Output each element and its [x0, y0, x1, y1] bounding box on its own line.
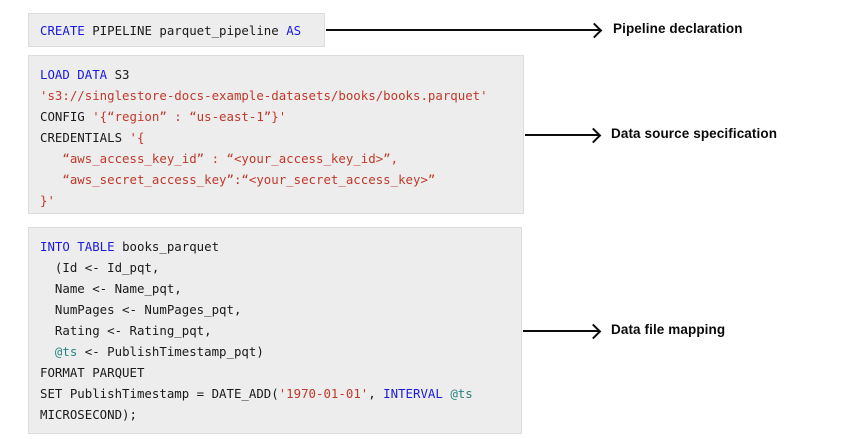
code-token-kw: INTO TABLE: [40, 239, 115, 254]
code-token-pl: ,: [368, 386, 384, 401]
code-token-pl: FORMAT PARQUET: [40, 365, 145, 380]
code-token-pl: NumPages <- NumPages_pqt,: [40, 302, 242, 317]
code-line: “aws_secret_access_key”:“<your_secret_ac…: [40, 169, 511, 190]
arrow-head-icon: [585, 323, 602, 340]
code-token-str: '1970-01-01': [278, 386, 369, 401]
code-token-pl: CREDENTIALS: [40, 130, 130, 145]
code-token-pl: Rating <- Rating_pqt,: [40, 323, 212, 338]
code-block-pipeline-declaration: CREATE PIPELINE parquet_pipeline AS: [28, 13, 325, 47]
code-token-pl: (Id <- Id_pqt,: [40, 260, 160, 275]
code-line: }': [40, 190, 511, 211]
code-line: MICROSECOND);: [40, 404, 509, 425]
code-token-kw: AS: [286, 23, 302, 38]
code-token-str: '{: [129, 130, 145, 145]
code-token-str: “aws_secret_access_key”:“<your_secret_ac…: [40, 172, 436, 187]
code-token-pl: MICROSECOND);: [40, 407, 137, 422]
code-token-var: @ts: [54, 344, 78, 359]
code-line: CREDENTIALS '{: [40, 127, 511, 148]
code-token-kw: CREATE: [40, 23, 85, 38]
code-token-str: '{“region” : “us-east-1”}': [92, 109, 287, 124]
code-token-pl: PIPELINE parquet_pipeline: [84, 23, 287, 38]
code-line: “aws_access_key_id” : “<your_access_key_…: [40, 148, 511, 169]
code-line: Rating <- Rating_pqt,: [40, 320, 509, 341]
callout-arrow-pipeline-declaration: [326, 22, 603, 39]
code-line: @ts <- PublishTimestamp_pqt): [40, 341, 509, 362]
code-line: CONFIG '{“region” : “us-east-1”}': [40, 106, 511, 127]
code-block-data-file-mapping: INTO TABLE books_parquet (Id <- Id_pqt, …: [28, 227, 522, 434]
code-line: Name <- Name_pqt,: [40, 278, 509, 299]
arrow-head-icon: [585, 127, 602, 144]
code-block-data-source-specification: LOAD DATA S3 's3://singlestore-docs-examp…: [28, 55, 524, 214]
code-token-pl: Name <- Name_pqt,: [40, 281, 182, 296]
code-line: LOAD DATA S3: [40, 64, 511, 85]
arrow-shaft: [523, 330, 599, 332]
arrow-head-icon: [586, 22, 603, 39]
code-line: (Id <- Id_pqt,: [40, 257, 509, 278]
code-token-str: }': [40, 193, 55, 208]
code-line: NumPages <- NumPages_pqt,: [40, 299, 509, 320]
code-token-kw: LOAD DATA: [40, 67, 108, 82]
code-token-pl: SET PublishTimestamp = DATE_ADD(: [40, 386, 279, 401]
code-token-pl: S3: [107, 67, 130, 82]
code-token-pl: [40, 344, 55, 359]
code-token-pl: books_parquet: [114, 239, 220, 254]
code-line: 's3://singlestore-docs-example-datasets/…: [40, 85, 511, 106]
code-line: FORMAT PARQUET: [40, 362, 509, 383]
callout-label-data-source-specification: Data source specification: [611, 126, 778, 141]
arrow-shaft: [326, 29, 600, 31]
code-token-str: 's3://singlestore-docs-example-datasets/…: [40, 88, 488, 103]
code-line: SET PublishTimestamp = DATE_ADD('1970-01…: [40, 383, 509, 404]
callout-arrow-data-source-specification: [525, 127, 602, 144]
code-token-var: @ts: [450, 386, 473, 401]
code-token-kw: INTERVAL: [383, 386, 443, 401]
code-line: INTO TABLE books_parquet: [40, 236, 509, 257]
callout-label-pipeline-declaration: Pipeline declaration: [613, 21, 743, 36]
code-line: CREATE PIPELINE parquet_pipeline AS: [40, 20, 312, 40]
code-token-pl: <- PublishTimestamp_pqt): [77, 344, 264, 359]
code-token-pl: CONFIG: [40, 109, 93, 124]
callout-arrow-data-file-mapping: [523, 323, 602, 340]
arrow-shaft: [525, 134, 599, 136]
code-token-str: “aws_access_key_id” : “<your_access_key_…: [40, 151, 399, 166]
callout-label-data-file-mapping: Data file mapping: [611, 322, 726, 337]
